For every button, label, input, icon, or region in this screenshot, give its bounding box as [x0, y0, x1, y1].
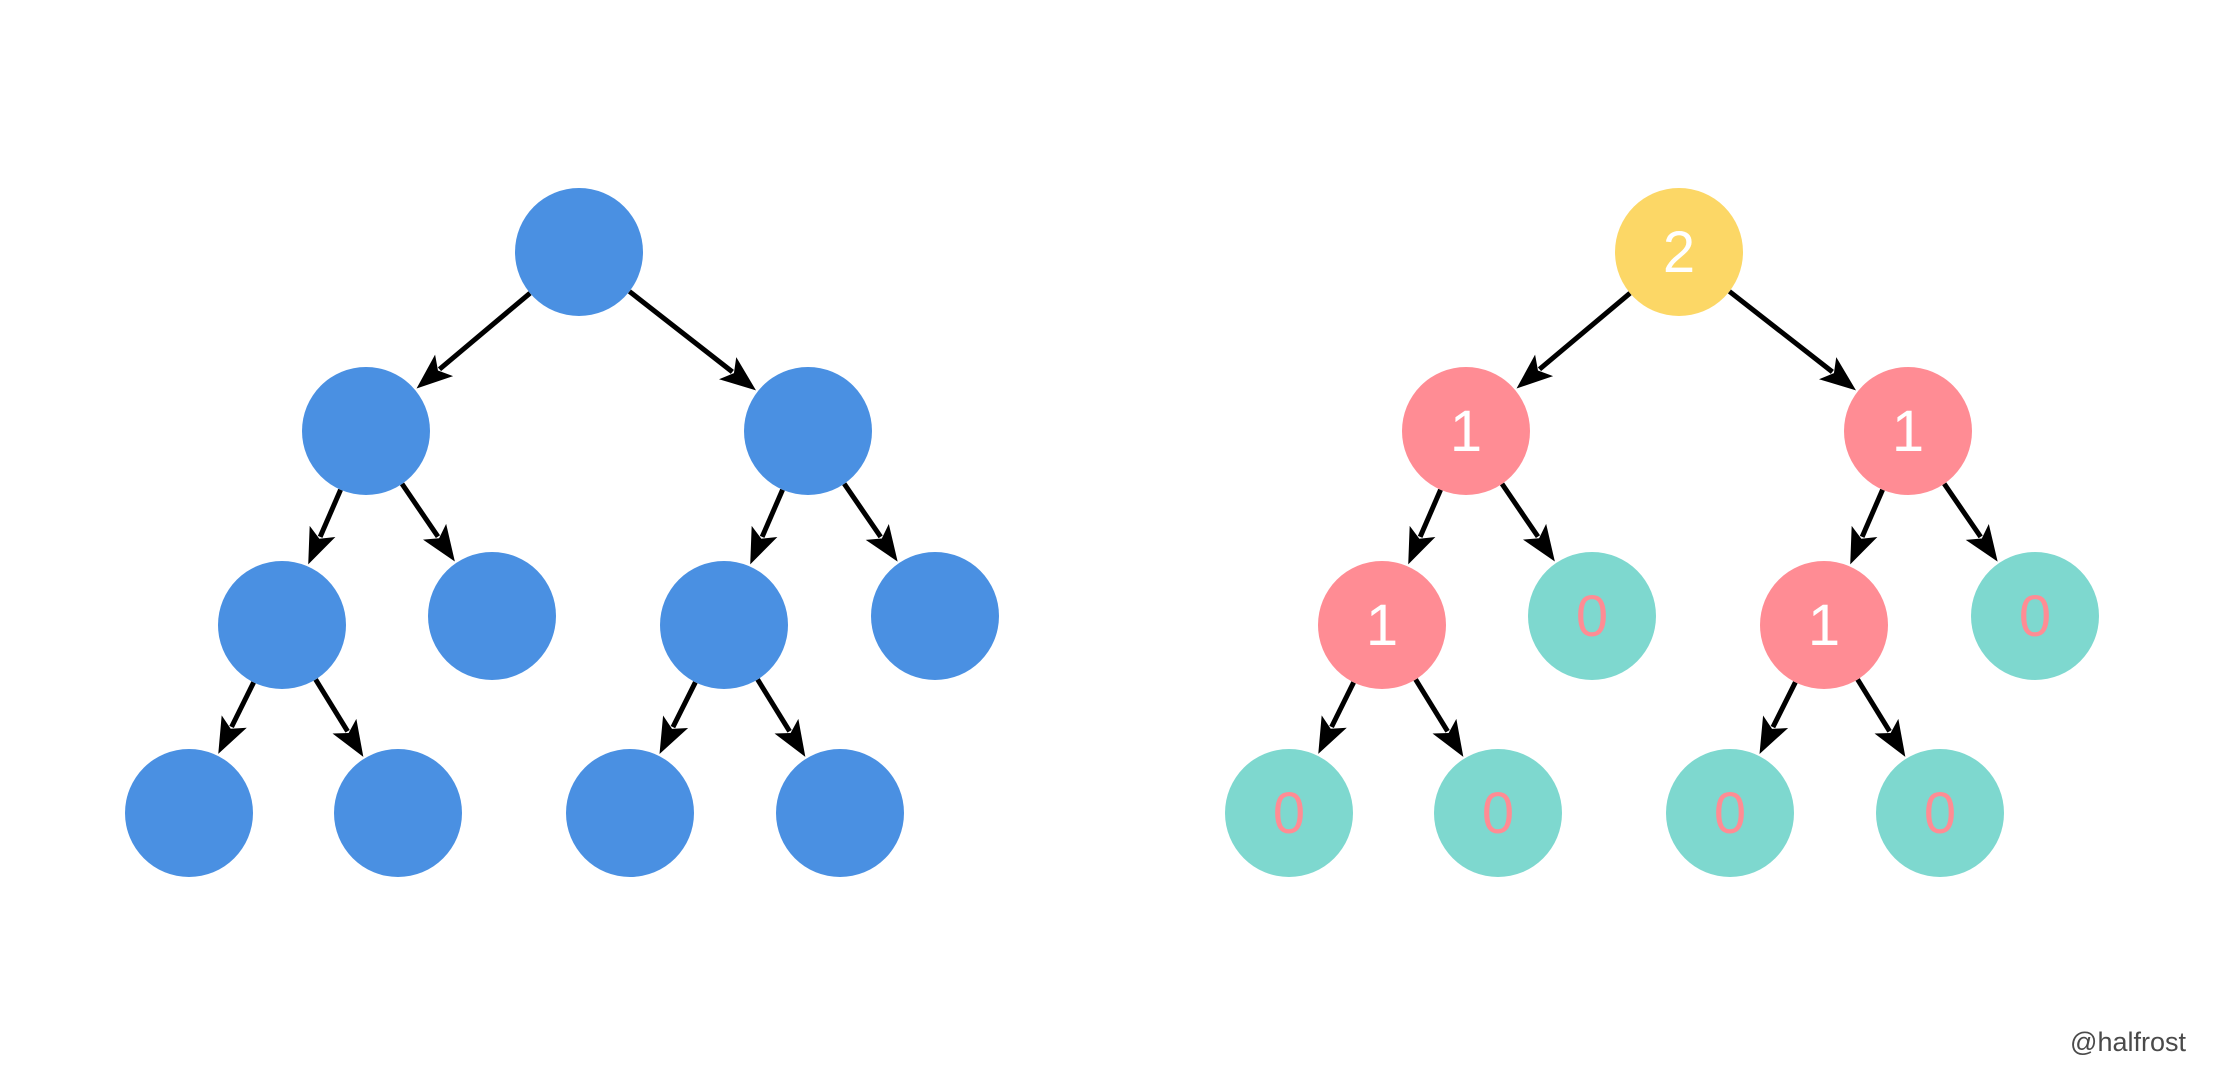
left-tree-node [515, 188, 643, 316]
right-tree-node [1318, 561, 1446, 689]
right-tree-node-label: 0 [1273, 781, 1305, 846]
right-tree-node-label: 0 [2019, 584, 2051, 649]
right-tree-node-label: 1 [1450, 399, 1482, 464]
right-tree-node-label: 1 [1892, 399, 1924, 464]
left-tree-arrowhead [865, 523, 898, 562]
right-tree-node [1528, 552, 1656, 680]
left-tree-node [302, 367, 430, 495]
right-tree-node-label: 0 [1482, 781, 1514, 846]
right-tree-edge [1499, 482, 1541, 539]
right-tree-arrowhead [1408, 525, 1436, 565]
right-tree-edge [1942, 482, 1983, 539]
left-tree-arrowhead [218, 715, 247, 754]
left-tree-edge [755, 678, 792, 733]
left-tree-node [871, 552, 999, 680]
left-tree-arrowhead [719, 357, 757, 391]
right-tree-arrowhead [1523, 523, 1555, 562]
left-tree-node [776, 749, 904, 877]
right-tree-arrowhead [1318, 715, 1347, 754]
right-tree-node-label: 1 [1808, 593, 1840, 658]
right-tree-arrowhead [1432, 718, 1464, 757]
right-tree-node-label: 0 [1576, 584, 1608, 649]
right-tree-node-label: 1 [1366, 593, 1398, 658]
right-tree-node [1971, 552, 2099, 680]
left-tree [125, 188, 999, 877]
left-tree-edge [759, 488, 785, 538]
left-tree-arrowhead [308, 525, 336, 565]
left-tree-node [428, 552, 556, 680]
right-tree-node [1760, 561, 1888, 689]
right-tree-node-label: 2 [1663, 220, 1695, 285]
right-tree-arrowhead [1516, 354, 1554, 389]
right-tree-edge [1537, 291, 1632, 372]
right-tree-node [1225, 749, 1353, 877]
right-tree-edge [1859, 488, 1885, 538]
right-tree-node [1666, 749, 1794, 877]
right-tree-node [1402, 367, 1530, 495]
left-tree-node [334, 749, 462, 877]
left-tree-arrowhead [659, 715, 689, 754]
right-tree-edge [1770, 681, 1798, 729]
right-tree-node [1876, 749, 2004, 877]
right-tree-node-label: 0 [1714, 781, 1746, 846]
left-tree-edge [842, 482, 883, 539]
left-tree-edge [627, 289, 734, 374]
right-tree-arrowhead [1874, 718, 1906, 757]
right-tree-node [1844, 367, 1972, 495]
left-tree-edge [229, 681, 256, 729]
left-tree-arrowhead [423, 523, 455, 562]
right-tree-arrowhead [1850, 525, 1878, 565]
right-tree-edge [1727, 289, 1834, 374]
left-tree-arrowhead [750, 525, 778, 565]
right-tree-edge [1855, 678, 1892, 733]
left-tree-arrowhead [332, 718, 364, 757]
left-tree-edge [437, 291, 532, 372]
left-tree-arrowhead [416, 354, 454, 389]
right-tree-edge [1413, 678, 1450, 733]
left-tree-edge [313, 678, 350, 733]
right-tree-arrowhead [1965, 523, 1998, 562]
watermark: @halfrost [2070, 1027, 2186, 1057]
right-tree-arrowhead [1759, 715, 1789, 754]
right-tree-node [1615, 188, 1743, 316]
right-tree-arrowhead [1819, 357, 1857, 391]
left-tree-edge [399, 482, 441, 539]
left-tree-node [660, 561, 788, 689]
left-tree-node [125, 749, 253, 877]
right-tree-edge [1329, 681, 1356, 729]
left-tree-edge [317, 488, 343, 538]
right-tree: 2 1 1 1 0 1 0 0 0 0 0 [1225, 188, 2099, 877]
right-tree-node-label: 0 [1924, 781, 1956, 846]
left-tree-node [744, 367, 872, 495]
left-tree-arrowhead [774, 718, 806, 757]
left-tree-edge [670, 681, 698, 729]
left-tree-node [566, 749, 694, 877]
right-tree-edge [1417, 488, 1443, 538]
right-tree-node [1434, 749, 1562, 877]
left-tree-node [218, 561, 346, 689]
